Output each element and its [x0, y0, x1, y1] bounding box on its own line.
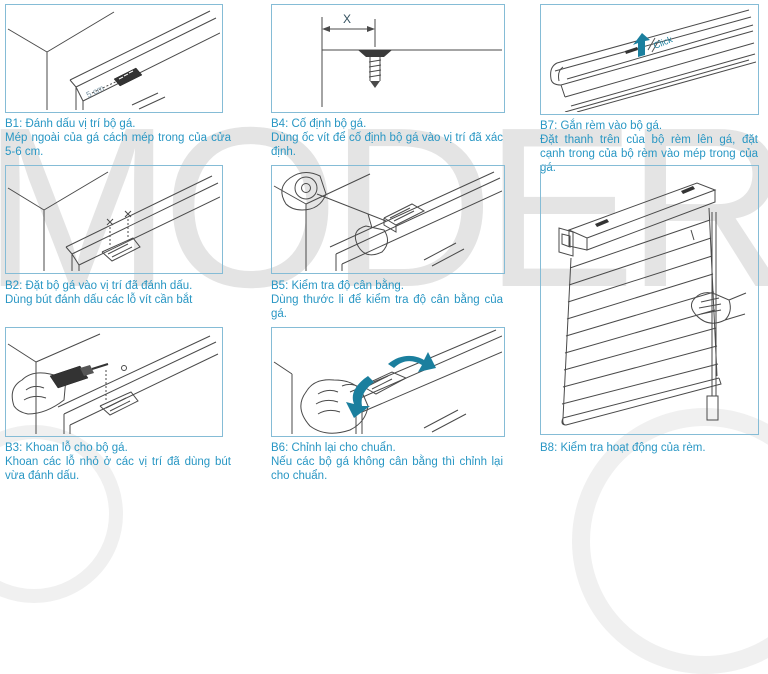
rotate-arrow-top-icon	[388, 352, 436, 372]
step-b1-desc: Mép ngoài của gá cách mép trong của cửa …	[5, 132, 231, 158]
b4-dimension-label: X	[343, 12, 351, 26]
glass-reflection-lines	[423, 242, 465, 267]
end-cap	[558, 227, 574, 257]
step-b8-title: B8: Kiểm tra hoạt động của rèm.	[540, 442, 706, 454]
fist-outline	[300, 379, 369, 434]
b5-illustration	[273, 171, 502, 271]
step-b7-title: B7: Gắn rèm vào bộ gá.	[540, 120, 663, 132]
drill-icon	[49, 365, 89, 389]
step-b5-title: B5: Kiểm tra độ cân bằng.	[271, 280, 404, 292]
bracket-icon	[113, 67, 143, 87]
lower-hand-outline	[354, 213, 388, 256]
dimension-arrow-right	[367, 26, 375, 32]
step-b7-figure: Click	[540, 4, 759, 115]
glass-reflection-lines	[423, 409, 467, 433]
bracket-outline	[361, 371, 408, 395]
hole-mark	[121, 365, 127, 371]
wall-corner-lines	[273, 361, 293, 434]
step-b2-caption: B2: Đặt bộ gá vào vị trí đã đánh dấu. Dù…	[5, 279, 231, 307]
step-b2-desc: Dùng bút đánh dấu các lỗ vít cần bắt	[5, 294, 193, 306]
step-b6-caption: B6: Chỉnh lại cho chuẩn. Nếu các bộ gá k…	[271, 441, 503, 483]
step-b1-figure: 5 cm	[5, 4, 223, 113]
b7-illustration: Click	[550, 9, 756, 112]
step-b8-figure	[540, 165, 759, 435]
rail-mark-left	[595, 219, 609, 227]
wall-corner-lines	[7, 11, 115, 110]
blind-slats-lines	[564, 53, 756, 112]
b1-dimension-label: 5 cm	[84, 83, 105, 100]
frame-bar-lines	[329, 171, 502, 271]
step-b6-figure	[271, 327, 505, 437]
step-b3-desc: Khoan các lỗ nhỏ ở các vị trí đã dùng bú…	[5, 456, 231, 482]
step-b5-caption: B5: Kiểm tra độ cân bằng. Dùng thước li …	[271, 279, 503, 321]
tape-measure-hub	[301, 183, 311, 193]
alignment-dashed-lines	[109, 219, 129, 247]
blind-slats-lines	[561, 219, 719, 405]
head-rail-box	[567, 182, 717, 251]
bracket-outline	[383, 203, 426, 233]
drill-chuck	[80, 365, 94, 376]
screw-tip	[370, 81, 380, 88]
step-b7-caption: B7: Gắn rèm vào bộ gá. Đặt thanh trên củ…	[540, 119, 758, 175]
rotate-arrow-bottom-icon	[346, 376, 374, 418]
cord-guide-mark	[690, 229, 695, 241]
step-b2-figure	[5, 165, 223, 274]
click-slash-marks	[647, 37, 660, 53]
glass-reflection-lines	[131, 92, 166, 110]
drill-bit	[91, 363, 109, 370]
rail-mark-right	[681, 186, 695, 194]
step-b1-title: B1: Đánh dấu vị trí bộ gá.	[5, 118, 136, 130]
measuring-string	[316, 193, 387, 222]
wall-corner-lines	[7, 333, 101, 434]
step-b7-desc: Đặt thanh trên của bộ rèm lên gá, đặt cạ…	[540, 134, 758, 174]
b3-illustration	[7, 333, 219, 434]
step-b4-caption: B4: Cố định bộ gá. Dùng ốc vít để cố địn…	[271, 117, 503, 159]
step-b1-caption: B1: Đánh dấu vị trí bộ gá. Mép ngoài của…	[5, 117, 231, 159]
frame-bar-lines	[65, 175, 220, 271]
frame-bar-lines	[69, 10, 220, 110]
step-b4-figure: X	[271, 4, 505, 113]
step-b3-caption: B3: Khoan lỗ cho bộ gá. Khoan các lỗ nhỏ…	[5, 441, 231, 483]
screw-head	[358, 50, 392, 57]
frame-edge-lines	[321, 17, 502, 107]
step-b4-desc: Dùng ốc vít để cố định bộ gá vào vị trí …	[271, 132, 503, 158]
frame-bar-lines	[57, 335, 219, 434]
b6-illustration	[273, 329, 502, 434]
step-b6-title: B6: Chỉnh lại cho chuẩn.	[271, 442, 396, 454]
b8-illustration	[558, 182, 747, 426]
step-b5-desc: Dùng thước li để kiểm tra độ cân bằng củ…	[271, 294, 503, 320]
step-b3-figure	[5, 327, 223, 437]
head-rail-lines	[550, 9, 754, 86]
step-b4-title: B4: Cố định bộ gá.	[271, 118, 367, 130]
upper-hand-outline	[281, 172, 327, 211]
rail-front-face	[560, 42, 755, 98]
cord-weight	[706, 395, 719, 421]
dimension-arrow-left	[322, 26, 330, 32]
wall-corner-lines	[7, 171, 109, 271]
b2-illustration	[7, 171, 220, 271]
watermark: MODERO	[0, 81, 768, 335]
rail-notch	[625, 47, 638, 54]
step-b2-title: B2: Đặt bộ gá vào vị trí đã đánh dấu.	[5, 280, 193, 292]
wall-corner-lines	[273, 173, 371, 271]
step-b8-caption: B8: Kiểm tra hoạt động của rèm.	[540, 441, 758, 455]
click-up-arrow-icon	[633, 33, 650, 57]
step-b5-figure	[271, 165, 505, 274]
hand-pulling-cord	[691, 292, 747, 324]
bracket-outline	[99, 391, 139, 416]
bracket-teeth	[118, 70, 134, 80]
b1-illustration: 5 cm	[7, 10, 220, 110]
tape-measure-icon	[294, 176, 318, 200]
bracket-outline	[101, 237, 141, 262]
b4-illustration: X	[321, 12, 502, 107]
pull-cord	[711, 212, 717, 396]
bottom-rail	[561, 377, 722, 426]
screw-position-x-marks	[106, 210, 132, 226]
step-b3-title: B3: Khoan lỗ cho bộ gá.	[5, 442, 128, 454]
screw-thread	[368, 57, 382, 81]
step-b6-desc: Nếu các bộ gá không cân bằng thì chỉnh l…	[271, 456, 503, 482]
